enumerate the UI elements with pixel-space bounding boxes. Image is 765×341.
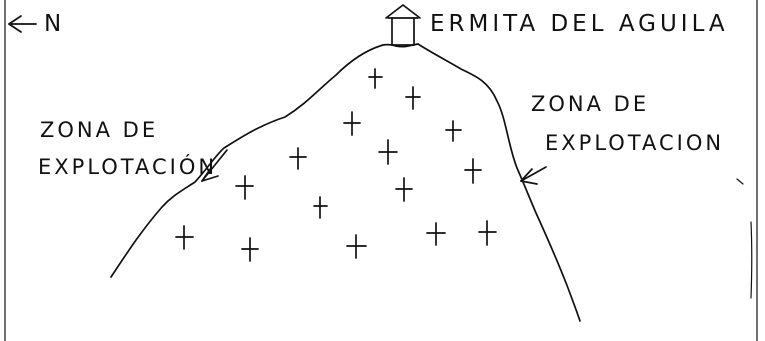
plus-icon [427,223,445,245]
plus-icon [242,238,258,261]
plus-icon [347,235,366,258]
mountain-right-outline [418,44,580,321]
plus-icon [176,226,193,249]
north-arrow-icon [9,16,36,32]
plus-icon [396,178,412,201]
plus-icon [314,197,327,218]
right-zone-arrow-icon [521,167,546,184]
right-zone-line1: ZONA DE [531,92,649,116]
hermitage-label: ERMITA DEL AGUILA [430,11,729,37]
slope-detail-line [751,222,752,298]
north-label: N [44,11,65,37]
plus-icon [479,221,496,245]
plus-icon [406,87,420,109]
plus-icon [379,140,397,164]
hermitage-icon [386,5,420,45]
left-zone-line2: EXPLOTACIÓN [38,154,217,179]
plus-icon [369,69,382,88]
plus-icon [236,176,253,199]
right-zone-line2: EXPLOTACION [545,131,724,155]
plus-icon [344,112,360,135]
plus-icon [290,148,306,169]
plus-icon [446,121,461,141]
plus-icon [465,159,481,183]
slope-detail-line-small [737,179,743,184]
left-zone-line1: ZONA DE [40,118,158,142]
